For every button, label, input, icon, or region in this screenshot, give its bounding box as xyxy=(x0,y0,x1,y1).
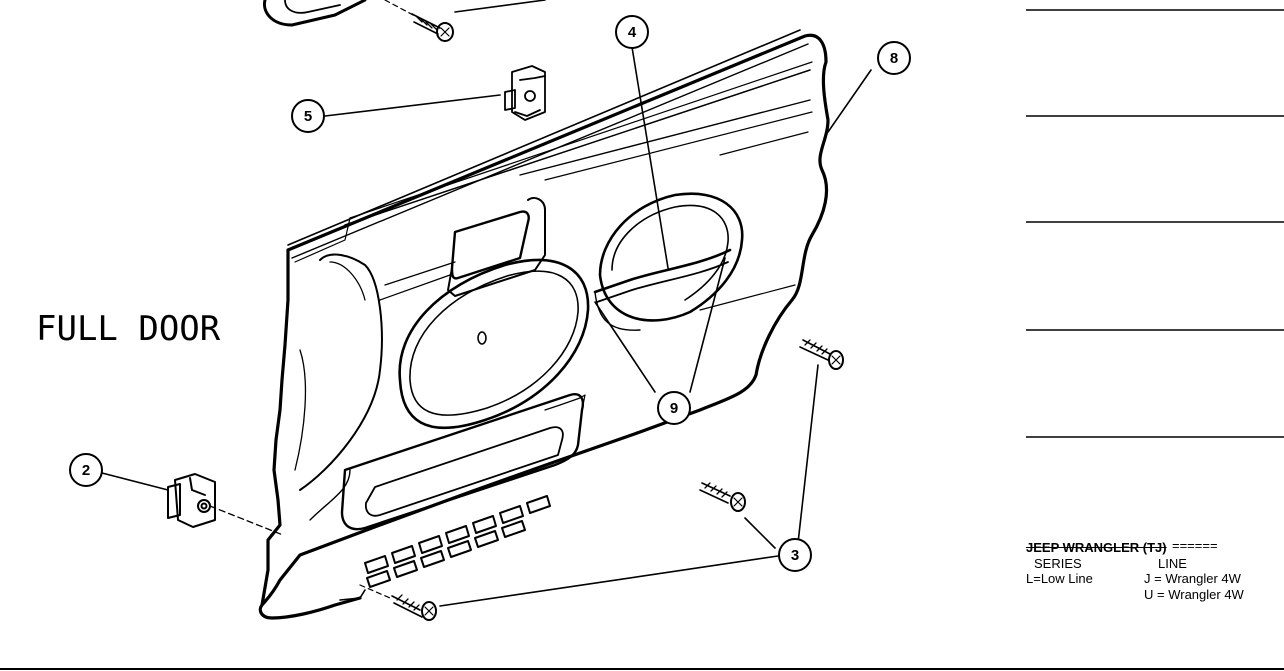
callout-4: 4 xyxy=(628,24,637,41)
callout-8: 8 xyxy=(890,50,898,67)
callout-5: 5 xyxy=(304,108,312,125)
legend-line-value: U = Wrangler 4W xyxy=(1144,587,1244,602)
legend-line-header: LINE xyxy=(1158,556,1187,571)
legend-line-value: J = Wrangler 4W xyxy=(1144,571,1241,586)
callout-2: 2 xyxy=(82,462,90,479)
screw-bottom xyxy=(359,584,437,621)
legend-dashes: ====== xyxy=(1172,538,1218,553)
clip-2 xyxy=(167,473,216,528)
legend-series-header: SERIES xyxy=(1034,556,1082,571)
screw-right-lower xyxy=(699,482,746,512)
screw-top xyxy=(384,0,454,42)
leader-lines xyxy=(101,46,872,607)
callout-3: 3 xyxy=(791,547,799,564)
armrest-partial xyxy=(262,0,546,27)
legend-model-title: JEEP WRANGLER (TJ) xyxy=(1026,540,1167,555)
figure-label: FULL DOOR xyxy=(36,309,221,349)
legend-rules xyxy=(0,9,1284,670)
door-panel xyxy=(258,29,830,620)
callout-9: 9 xyxy=(670,400,678,417)
screw-right-upper xyxy=(799,339,844,370)
legend-series-value: L=Low Line xyxy=(1026,571,1093,586)
callout-circles xyxy=(69,15,911,572)
clip-5 xyxy=(504,65,546,121)
